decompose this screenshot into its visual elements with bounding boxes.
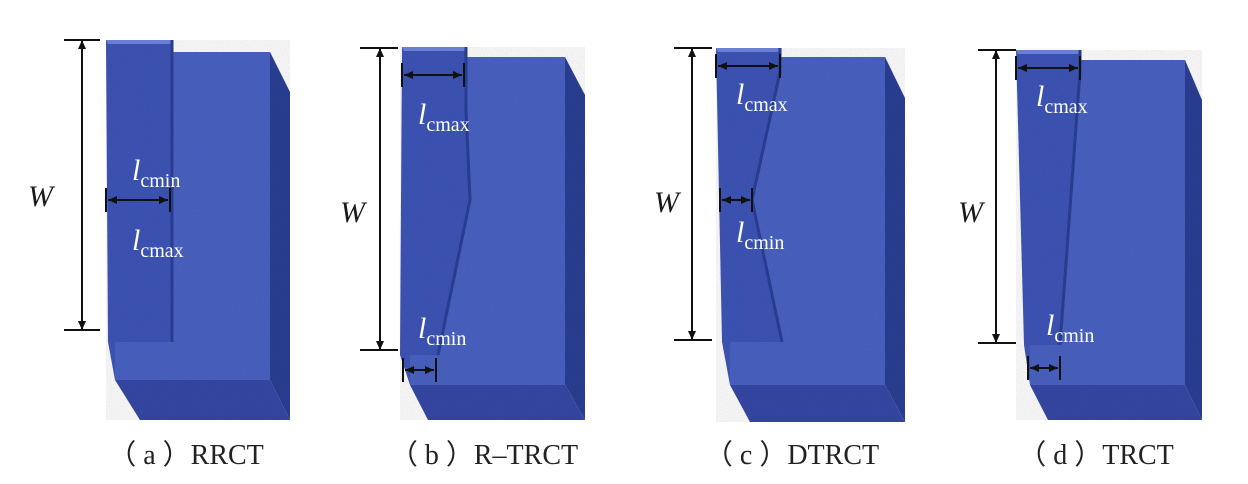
panel-caption: （ b ）R–TRCT	[390, 439, 578, 471]
label-variable: l	[1046, 309, 1054, 342]
label-subscript: cmin	[744, 232, 784, 254]
panel-b: W lcmax lcmin （ b ）R–TRCT	[340, 47, 585, 471]
lower-length-label: lcmin	[418, 312, 466, 350]
grain-overlay	[1016, 50, 1202, 420]
label-subscript: cmax	[426, 114, 469, 136]
label-variable: l	[132, 224, 140, 257]
label-subscript: cmin	[1054, 325, 1094, 347]
grain-overlay	[716, 48, 905, 422]
panel-caption: （ d ）TRCT	[1018, 439, 1174, 471]
label-subscript: cmax	[1044, 96, 1087, 118]
label-variable: l	[1036, 80, 1044, 113]
upper-length-label: lcmax	[736, 78, 788, 116]
lower-length-label: lcmax	[132, 224, 184, 262]
label-variable: l	[132, 154, 140, 187]
upper-length-label: lcmax	[1036, 80, 1088, 118]
label-variable: l	[418, 312, 426, 345]
label-subscript: cmax	[140, 240, 183, 262]
specimen-block-b	[400, 47, 585, 420]
label-subscript: cmin	[140, 170, 180, 192]
upper-length-label: lcmax	[418, 98, 470, 136]
panel-a: W lcmin lcmax （ a ）RRCT	[28, 39, 290, 471]
label-variable: l	[418, 98, 426, 131]
panel-c: W lcmax lcmin （ c ）DTRCT	[654, 47, 905, 471]
w-label: W	[340, 196, 368, 229]
w-label: W	[28, 180, 56, 213]
panel-caption: （ c ）DTRCT	[705, 439, 879, 471]
label-variable: l	[736, 216, 744, 249]
panel-d: W lcmax lcmin （ d ）TRCT	[958, 49, 1202, 471]
lower-length-label: lcmin	[736, 216, 784, 254]
w-label: W	[958, 196, 986, 229]
panel-caption: （ a ）RRCT	[108, 439, 264, 471]
grain-overlay	[400, 47, 585, 420]
label-variable: l	[736, 78, 744, 111]
specimen-block-a	[106, 40, 290, 420]
specimen-block-c	[716, 48, 905, 422]
lower-length-label: lcmin	[1046, 309, 1094, 347]
label-subscript: cmax	[744, 94, 787, 116]
w-label: W	[654, 186, 682, 219]
label-subscript: cmin	[426, 328, 466, 350]
upper-length-label: lcmin	[132, 154, 180, 192]
grain-overlay	[106, 40, 290, 420]
